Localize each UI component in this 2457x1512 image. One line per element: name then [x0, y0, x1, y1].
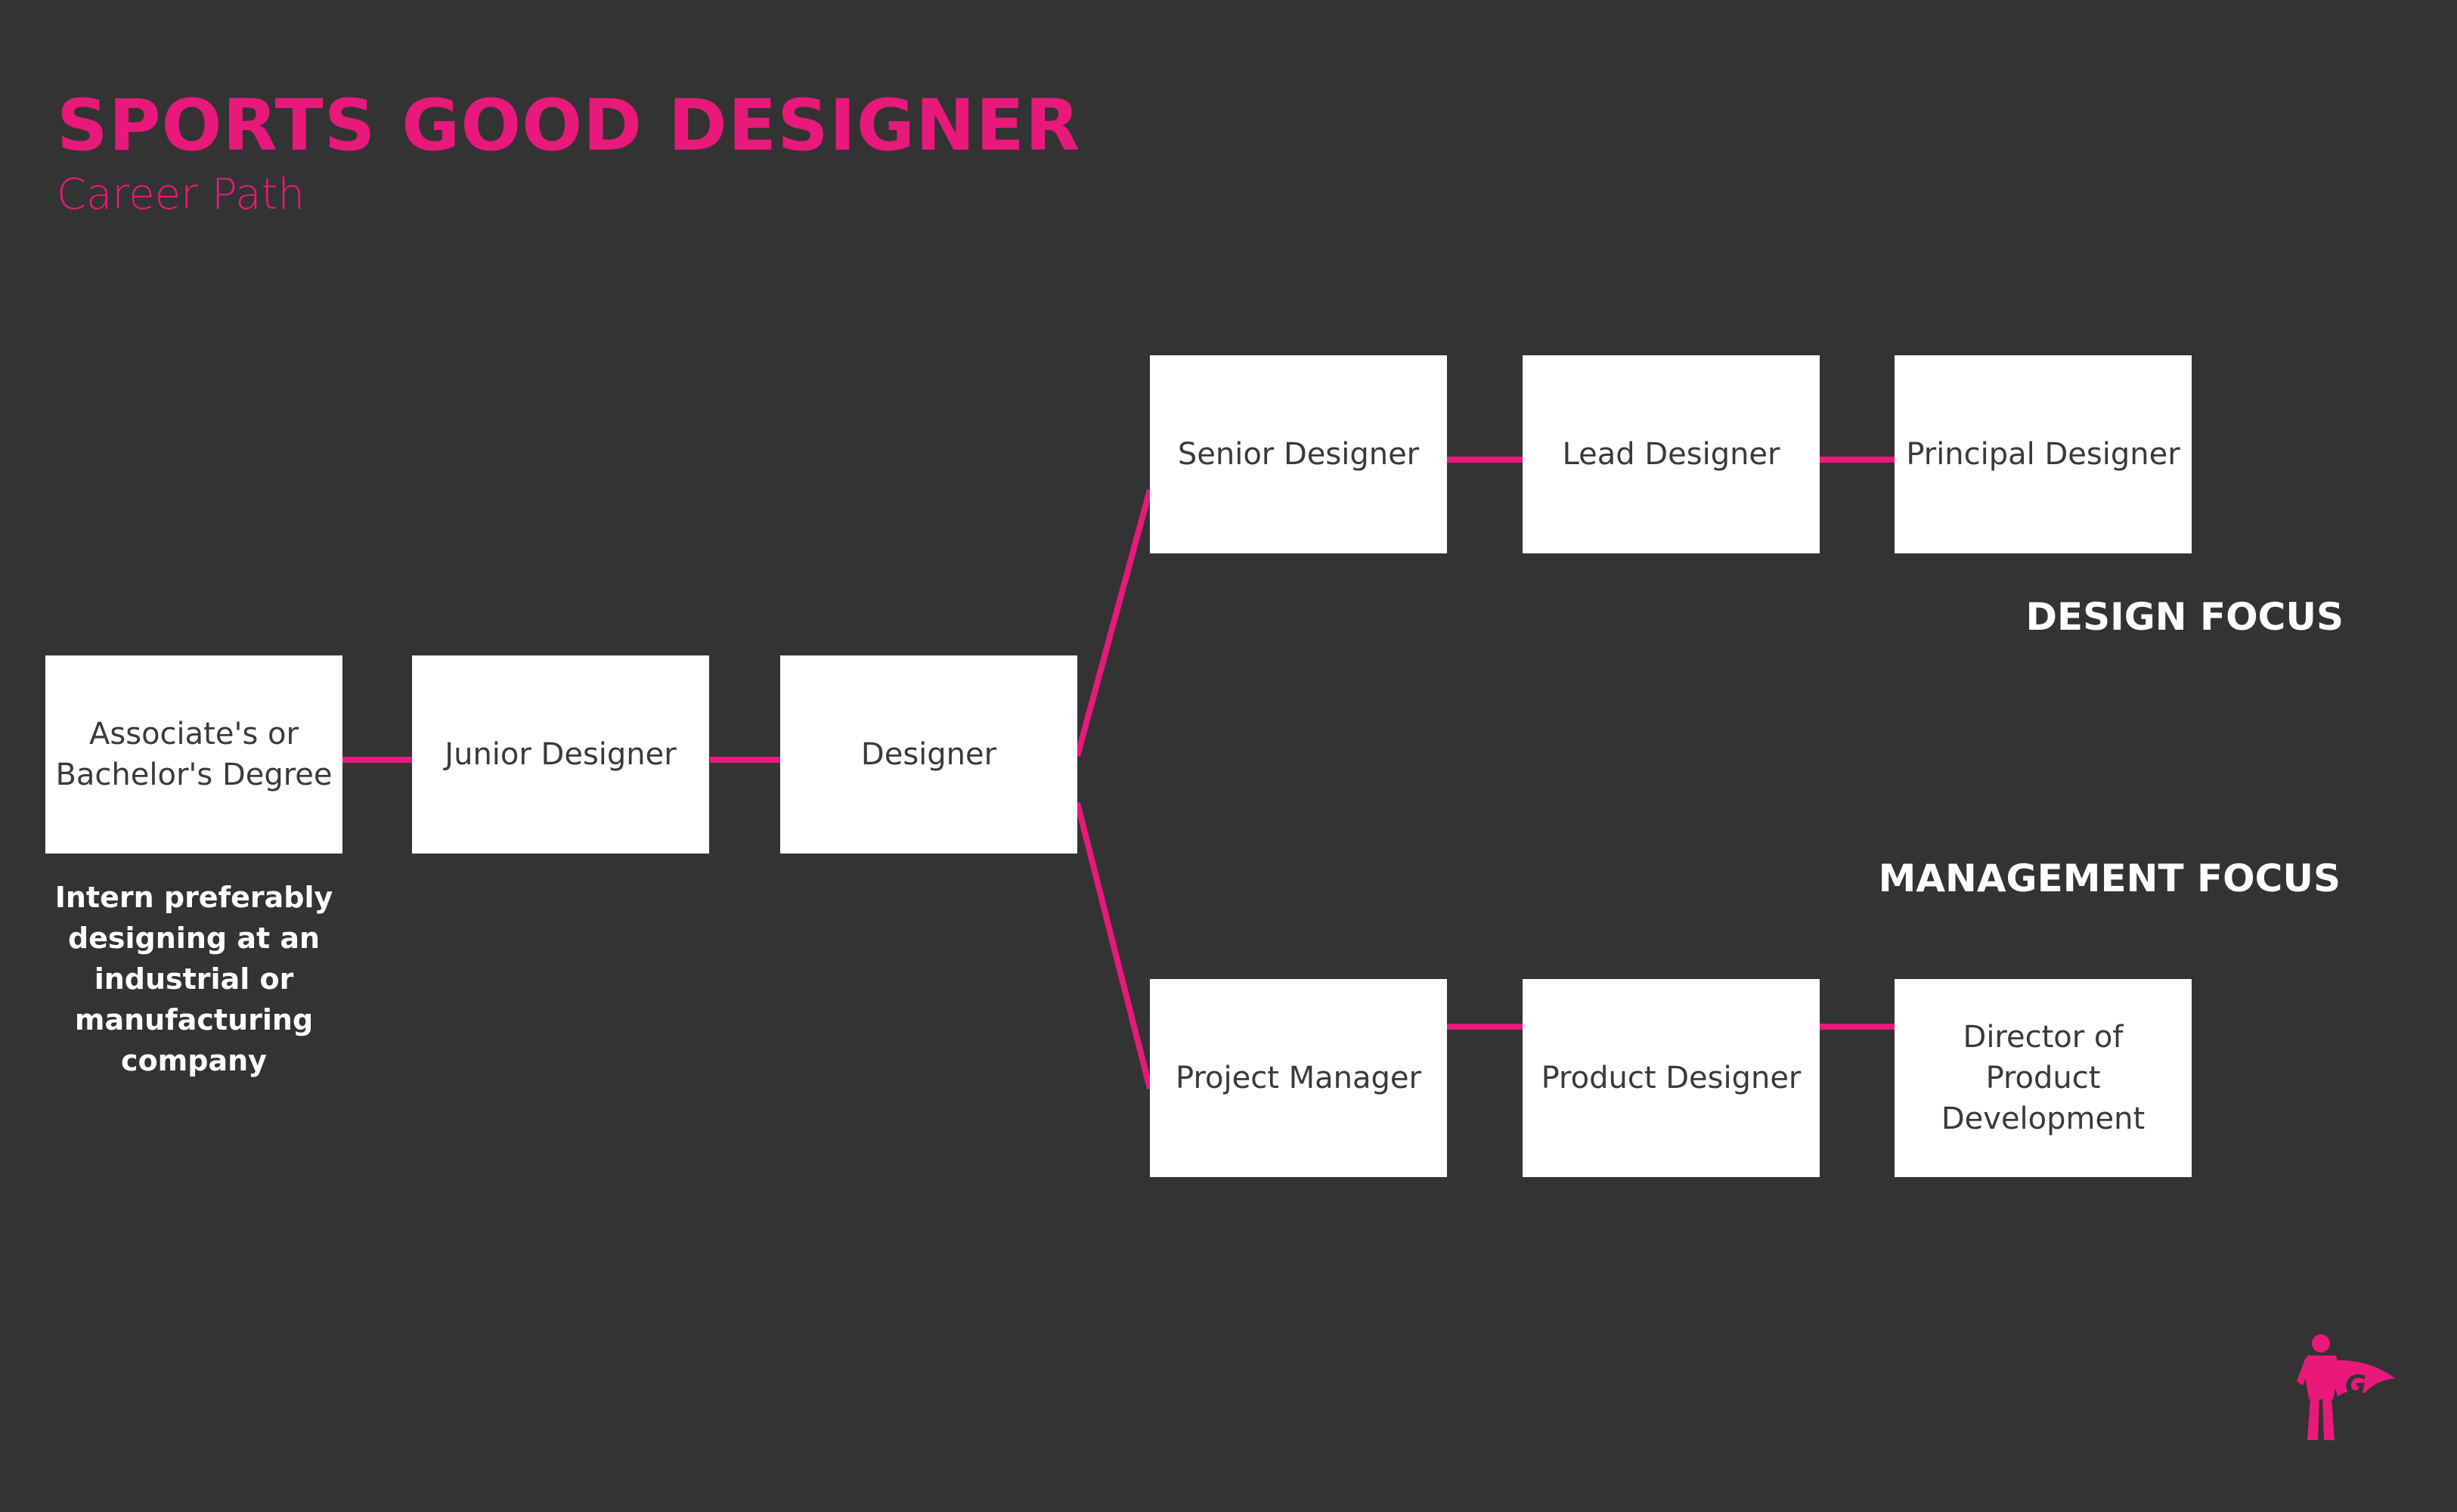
- node-director: Director of Product Development: [1895, 979, 2192, 1177]
- superhero-logo-icon: G: [2297, 1334, 2395, 1440]
- connector-designer-senior: [1074, 488, 1153, 758]
- node-senior-designer-label: Senior Designer: [1177, 437, 1420, 472]
- node-lead-designer: Lead Designer: [1523, 355, 1820, 553]
- intern-note: Intern preferably designing at an indust…: [54, 881, 333, 1077]
- node-lead-designer-label: Lead Designer: [1562, 437, 1780, 472]
- logo-letter: G: [2345, 1370, 2366, 1400]
- node-principal-designer: Principal Designer: [1895, 355, 2192, 553]
- node-product-designer: Product Designer: [1523, 979, 1820, 1177]
- node-designer: Designer: [780, 655, 1077, 854]
- design-focus-label: DESIGN FOCUS: [2025, 595, 2344, 639]
- node-product-designer-label: Product Designer: [1541, 1061, 1802, 1095]
- connector-designer-project-manager: [1074, 802, 1153, 1089]
- node-junior-designer-label: Junior Designer: [445, 737, 677, 772]
- node-project-manager-label: Project Manager: [1176, 1061, 1421, 1095]
- node-principal-designer-label: Principal Designer: [1906, 437, 2180, 472]
- node-senior-designer: Senior Designer: [1150, 355, 1447, 553]
- node-degree: Associate's or Bachelor's Degree: [45, 655, 342, 854]
- page-subtitle: Career Path: [57, 170, 305, 219]
- management-focus-label: MANAGEMENT FOCUS: [1878, 857, 2341, 900]
- node-junior-designer: Junior Designer: [412, 655, 709, 854]
- node-degree-label: Associate's or Bachelor's Degree: [55, 717, 333, 792]
- page-title: SPORTS GOOD DESIGNER: [57, 85, 1081, 167]
- node-director-label: Director of Product Development: [1941, 1020, 2146, 1136]
- node-project-manager: Project Manager: [1150, 979, 1447, 1177]
- node-designer-label: Designer: [860, 737, 997, 772]
